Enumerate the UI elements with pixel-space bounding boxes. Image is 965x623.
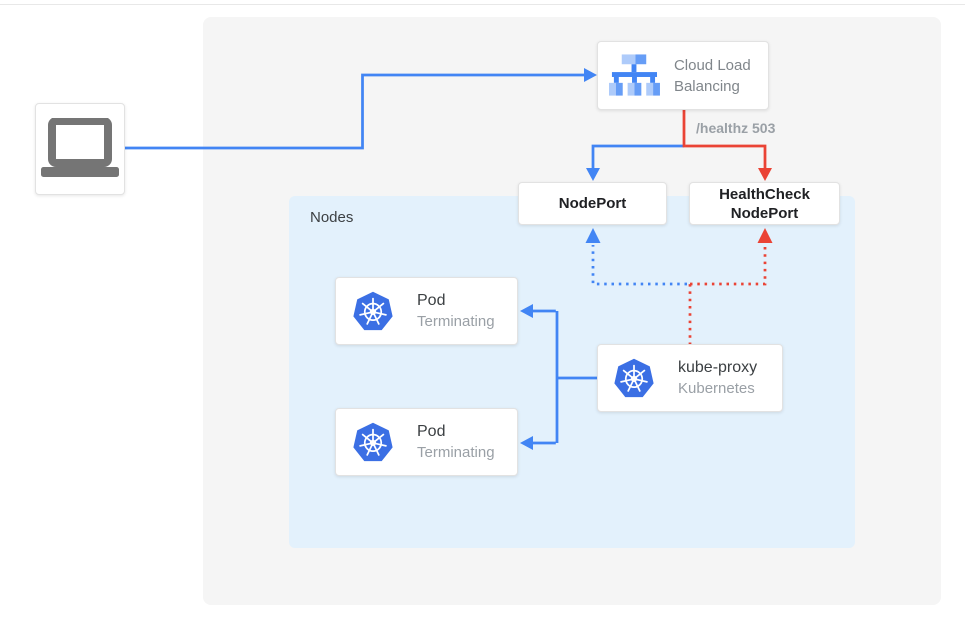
kube-proxy-subtitle: Kubernetes [678,380,755,397]
page-top-border [0,4,965,5]
pod-title: Pod [417,292,446,309]
nodeport-label: NodePort [558,195,627,212]
pod-status: Terminating [417,444,495,461]
cloud-load-balancing-node: Cloud Load Balancing [597,41,769,110]
kubernetes-icon [612,356,656,400]
kube-proxy-node: kube-proxy Kubernetes [597,344,783,412]
nodes-group-label: Nodes [310,209,354,226]
healthcheck-nodeport-node: HealthCheck NodePort [689,182,840,225]
healthz-status-label: /healthz 503 [696,120,776,136]
pod-title: Pod [417,423,446,440]
laptop-icon [41,118,119,177]
pod-terminating-1: Pod Terminating [335,277,518,345]
pod-status: Terminating [417,313,495,330]
kubernetes-icon [351,420,395,464]
healthcheck-nodeport-label: HealthCheck NodePort [719,185,810,222]
load-balancer-label: Cloud Load Balancing [673,56,751,95]
pod-terminating-2: Pod Terminating [335,408,518,476]
kubernetes-icon [351,289,395,333]
load-balancer-icon [609,53,660,96]
kube-proxy-title: kube-proxy [678,359,758,376]
client-device [35,103,125,195]
nodeport-node: NodePort [518,182,667,225]
